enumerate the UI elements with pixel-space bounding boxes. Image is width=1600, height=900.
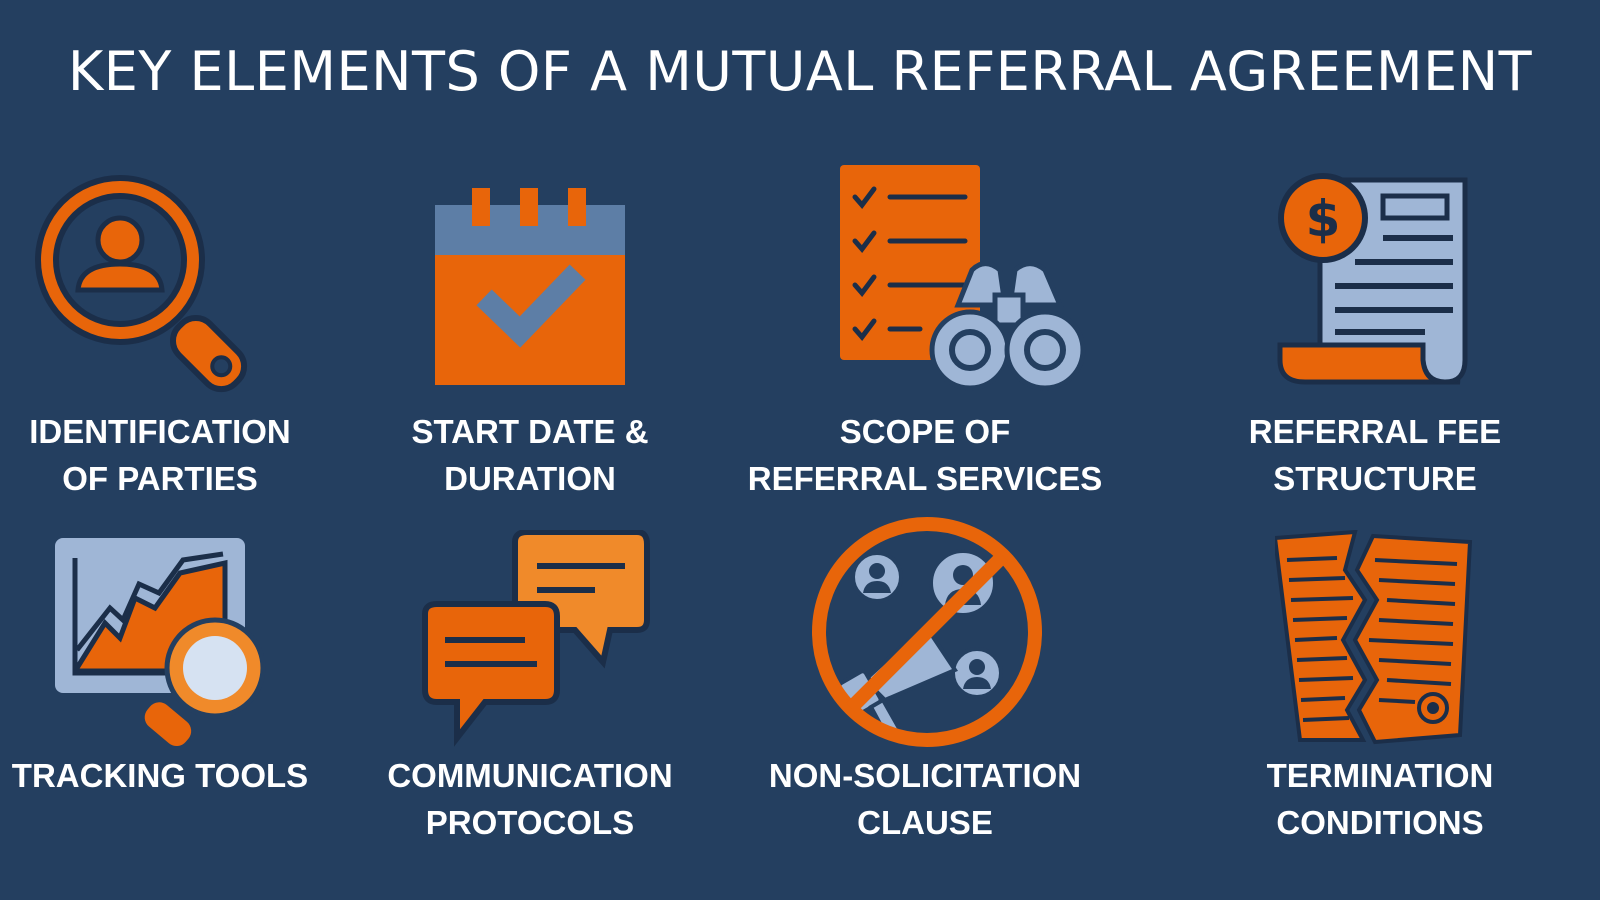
element-label: REFERRAL FEE STRUCTURE [1248,413,1502,497]
invoice-dollar-icon: $ [1275,170,1475,390]
element-start-date-duration: START DATE & DURATION [330,150,730,510]
chart-magnifier-icon [55,538,275,753]
element-label: TRACKING TOOLS [11,757,309,794]
torn-document-icon [1275,530,1485,750]
magnifier-person-icon [20,160,260,400]
element-identification-of-parties: IDENTIFICATION OF PARTIES [0,150,360,510]
element-non-solicitation-clause: NON-SOLICITATION CLAUSE [740,515,1140,860]
element-termination-conditions: TERMINATION CONDITIONS [1180,530,1580,860]
chat-bubbles-icon [415,530,655,750]
element-label: COMMUNICATION PROTOCOLS [387,757,673,841]
checklist-binoculars-icon [840,165,1090,405]
svg-text:$: $ [1306,190,1341,248]
element-label: TERMINATION CONDITIONS [1266,757,1494,841]
no-solicitation-icon [805,515,1050,750]
calendar-check-icon [430,180,630,390]
element-label: START DATE & DURATION [411,413,649,497]
page-title: KEY ELEMENTS OF A MUTUAL REFERRAL AGREEM… [67,40,1533,103]
element-label: NON-SOLICITATION CLAUSE [768,757,1082,841]
element-tracking-tools: TRACKING TOOLS [0,530,360,860]
element-label: IDENTIFICATION OF PARTIES [29,413,291,497]
element-referral-fee-structure: $ REFERRAL FEE STRUCTURE [1175,150,1575,510]
element-communication-protocols: COMMUNICATION PROTOCOLS [330,530,730,860]
element-label: SCOPE OF REFERRAL SERVICES [747,413,1103,497]
element-scope-of-referral-services: SCOPE OF REFERRAL SERVICES [740,150,1140,510]
